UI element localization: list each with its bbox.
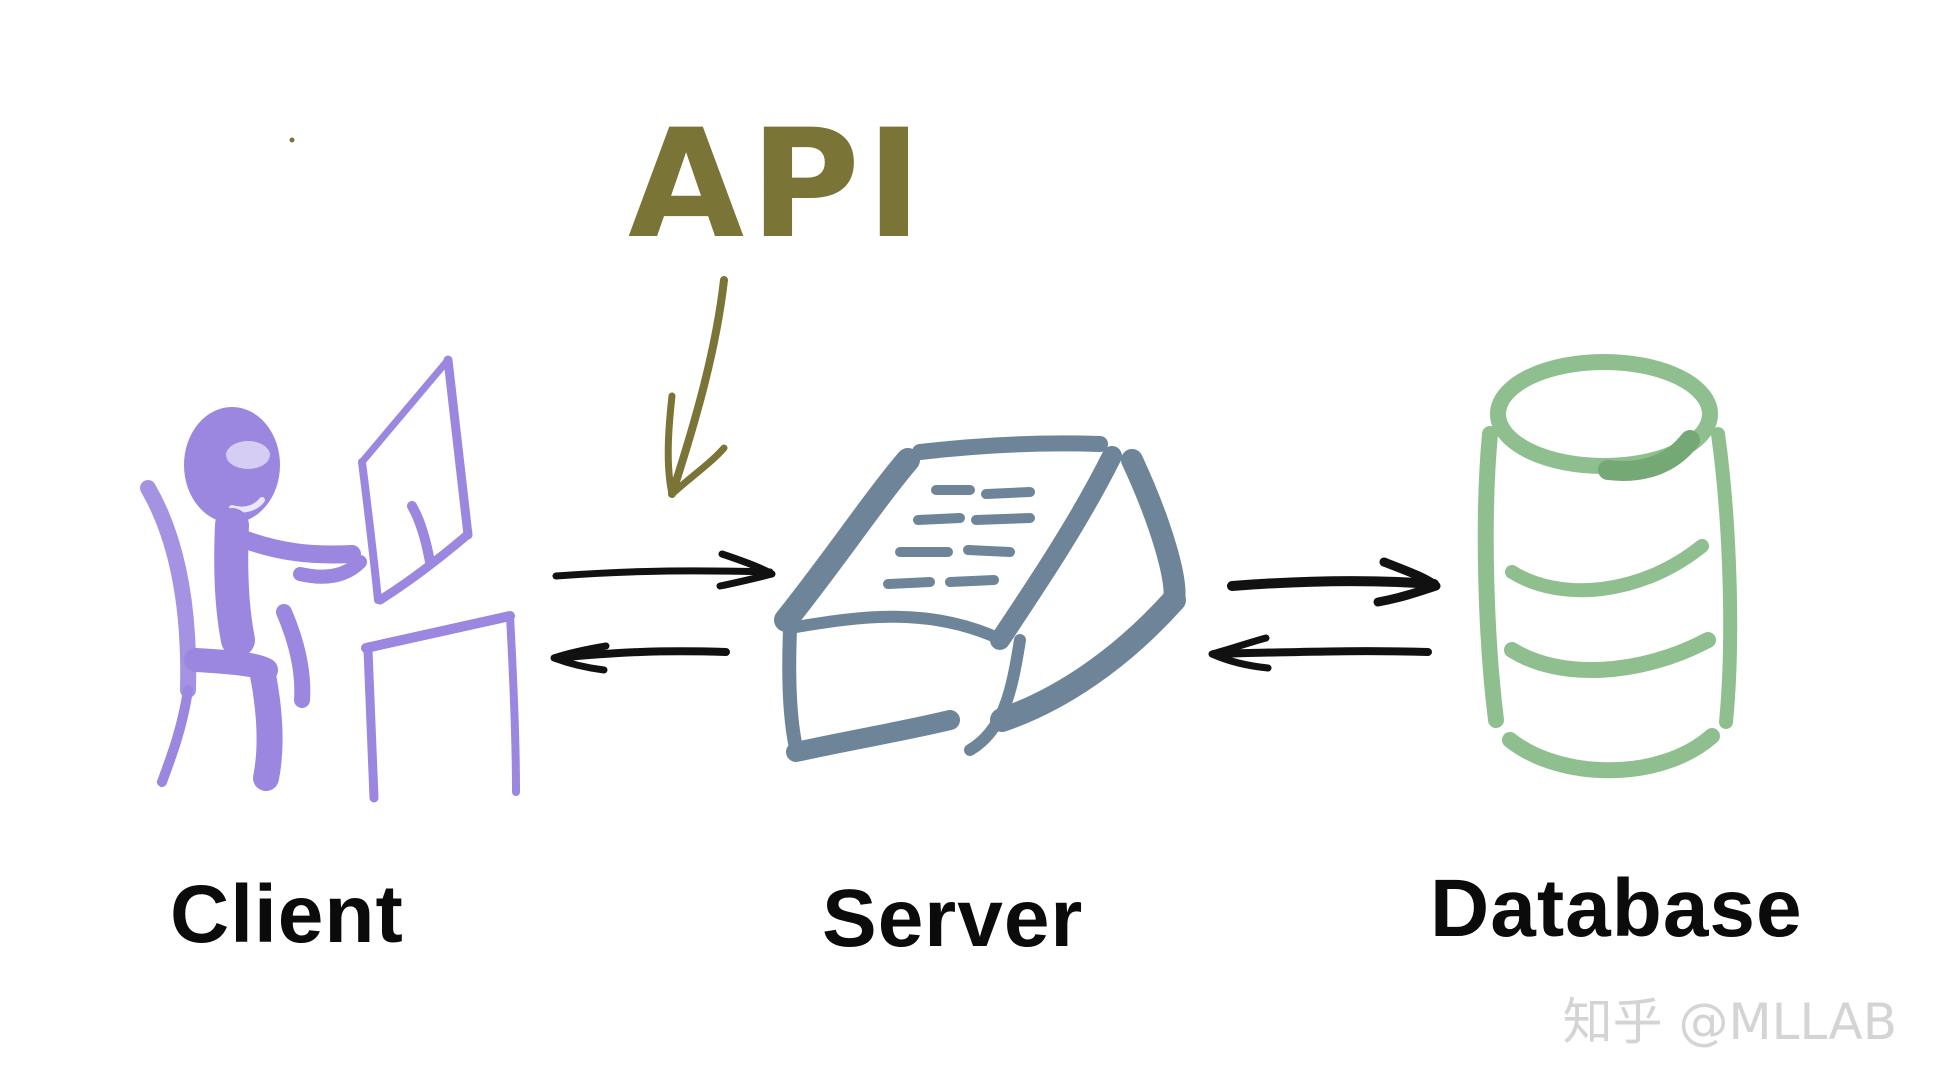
- arrow-server-to-client: [552, 647, 730, 662]
- server-label: Server: [822, 873, 1084, 964]
- api-pointer-arrow: [664, 276, 728, 498]
- client-server-arrows: [550, 550, 776, 674]
- arrow-database-to-server: [1210, 647, 1432, 658]
- arrow-server-to-database: [1227, 576, 1439, 591]
- watermark: 知乎 @MLLAB: [1562, 993, 1897, 1051]
- client-label: Client: [170, 869, 404, 960]
- database-label: Database: [1430, 863, 1803, 954]
- database-cylinder-icon: [1477, 354, 1738, 779]
- api-label: API: [628, 98, 928, 272]
- stray-dot: [289, 137, 295, 143]
- person-at-computer-icon: [140, 355, 520, 803]
- server-icon: [774, 435, 1186, 762]
- arrow-client-to-server: [552, 567, 774, 580]
- server-database-arrows: [1208, 557, 1441, 672]
